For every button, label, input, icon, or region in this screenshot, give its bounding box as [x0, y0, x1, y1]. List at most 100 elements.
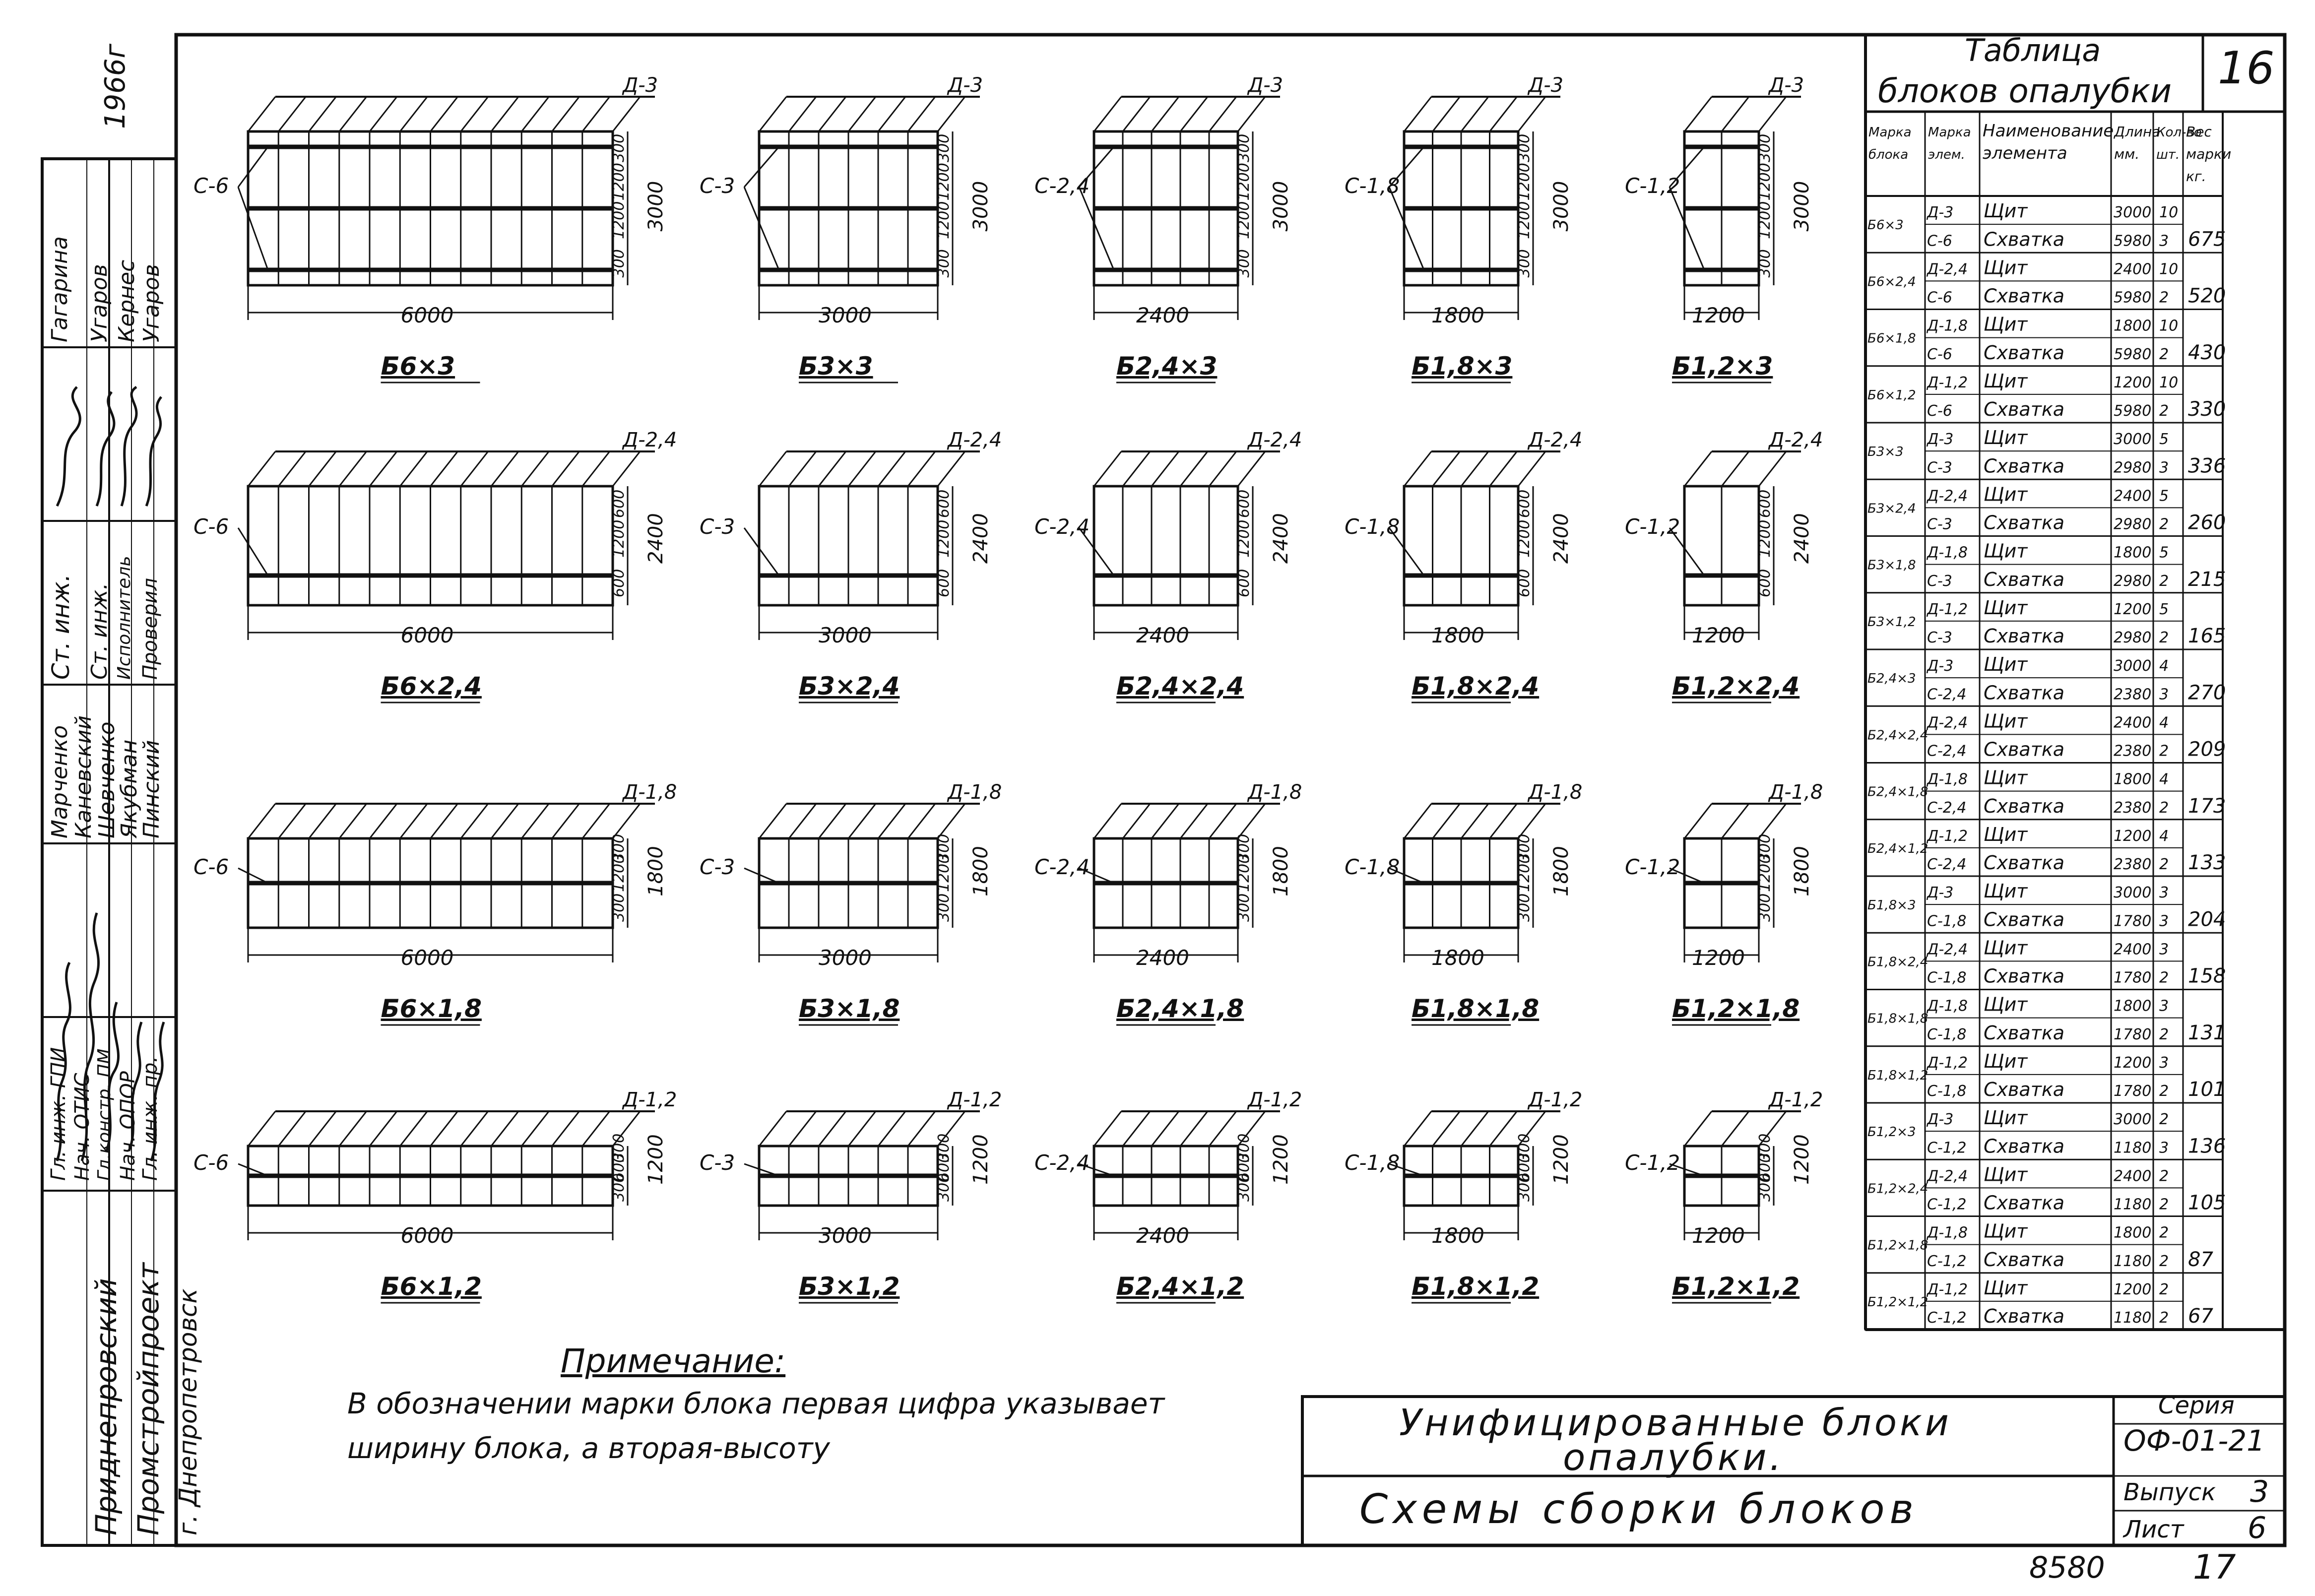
table-weight: 67 — [2188, 1305, 2213, 1328]
perspective-line — [490, 451, 519, 487]
title-line-1: Унифицированные блоки — [1399, 1402, 1952, 1444]
width-label: 6000 — [401, 623, 454, 647]
block-name: Б3×1,8 — [799, 994, 900, 1023]
perspective-line — [430, 803, 458, 839]
perspective-line — [460, 803, 489, 839]
perspective-line — [1122, 1111, 1151, 1147]
total-height-label: 1800 — [1791, 846, 1813, 896]
total-height-label: 1800 — [1270, 846, 1292, 896]
perspective-line — [907, 451, 936, 487]
height-segment-label: 300 — [1756, 834, 1774, 862]
issue-label: Выпуск — [2123, 1478, 2216, 1506]
perspective-line — [1432, 803, 1461, 839]
outer-frame — [174, 33, 2287, 1547]
table-length: 3000 — [2114, 657, 2151, 675]
note-title: Примечание: — [561, 1342, 786, 1380]
height-segment-label: 600 — [935, 490, 953, 518]
table-element-mark: Д-1,8 — [1926, 544, 1968, 562]
clamp-arrow — [1389, 1163, 1424, 1177]
width-label: 6000 — [401, 303, 454, 327]
height-segment-label: 300 — [1235, 1134, 1253, 1162]
height-segment-label: 600 — [1235, 569, 1253, 597]
sheet-value: 6 — [2248, 1511, 2267, 1545]
table-qty: 5 — [2159, 544, 2169, 562]
shield-label: Д-1,2 — [622, 1088, 677, 1111]
table-mark-cell: Б3×1,2 — [1867, 615, 1916, 630]
total-height-label: 1200 — [1550, 1134, 1573, 1185]
height-segment-label: 600 — [1756, 1153, 1774, 1182]
width-label: 2400 — [1136, 1223, 1189, 1248]
table-element-mark: С-2,4 — [1927, 686, 1966, 703]
table-element-name: Щит — [1984, 1107, 2028, 1129]
perspective-line — [430, 1111, 458, 1147]
width-label: 1800 — [1431, 303, 1484, 327]
perspective-line — [399, 96, 428, 132]
table-mark-cell: Б1,8×1,8 — [1867, 1012, 1928, 1026]
perspective-line — [877, 803, 906, 839]
table-element-name: Щит — [1984, 314, 2028, 335]
height-segment-label: 600 — [1235, 490, 1253, 518]
table-length: 2380 — [2114, 799, 2151, 817]
person2-1: Гагарина — [47, 236, 72, 342]
perspective-line — [1432, 451, 1461, 487]
table-qty: 2 — [2159, 629, 2169, 646]
table-qty: 2 — [2159, 856, 2169, 873]
height-segment-label: 600 — [1516, 1153, 1533, 1182]
table-element-name: Схватка — [1984, 1305, 2064, 1327]
table-qty: 10 — [2159, 204, 2178, 221]
block-name: Б2,4×1,8 — [1116, 994, 1244, 1023]
shield-label: Д-1,2 — [1247, 1088, 1302, 1111]
note-line-1: В обозначении марки блока первая цифра у… — [347, 1387, 1165, 1420]
clamp-label: С-1,8 — [1345, 514, 1400, 539]
height-segment-label: 300 — [935, 134, 953, 162]
perspective-line — [521, 451, 550, 487]
table-length: 1800 — [2114, 1224, 2151, 1242]
perspective-line — [1721, 803, 1750, 839]
width-label: 1800 — [1431, 946, 1484, 970]
table-qty: 2 — [2159, 289, 2169, 307]
perspective-line — [877, 1111, 906, 1147]
table-length: 3000 — [2114, 431, 2151, 448]
table-length: 2400 — [2114, 260, 2151, 278]
height-segment-label: 1200 — [1756, 854, 1774, 892]
table-element-mark: С-3 — [1927, 573, 1952, 590]
table-element-mark: Д-2,4 — [1926, 1167, 1968, 1185]
clamp-label: С-3 — [700, 1150, 735, 1175]
clamp-label: С-1,8 — [1345, 855, 1400, 879]
total-height-label: 2400 — [1270, 513, 1292, 564]
table-qty: 2 — [2159, 573, 2169, 590]
clamp-label: С-6 — [193, 855, 229, 879]
table-length: 2980 — [2114, 459, 2151, 476]
table-element-mark: С-6 — [1927, 289, 1952, 307]
table-element-name: Щит — [1984, 824, 2028, 845]
total-height-label: 3000 — [1550, 181, 1573, 232]
table-weight: 215 — [2188, 568, 2226, 591]
perspective-edge — [758, 803, 787, 839]
table-length: 2980 — [2114, 516, 2151, 533]
perspective-line — [1179, 803, 1209, 839]
table-element-name: Схватка — [1984, 512, 2064, 534]
table-length: 2400 — [2114, 941, 2151, 958]
height-segment-label: 600 — [610, 490, 628, 518]
table-element-name: Схватка — [1984, 1022, 2064, 1044]
table-element-mark: С-6 — [1927, 232, 1952, 250]
table-length: 2400 — [2114, 487, 2151, 505]
table-element-mark: С-1,8 — [1927, 912, 1966, 930]
person-3: Шевченко — [94, 721, 120, 838]
height-segment-label: 1200 — [1516, 201, 1533, 239]
width-label: 1800 — [1431, 1223, 1484, 1248]
total-height-label: 1200 — [1791, 1134, 1813, 1185]
table-mark-cell: Б6×3 — [1867, 218, 1904, 233]
table-element-mark: Д-1,8 — [1926, 1224, 1968, 1242]
table-mark-cell: Б2,4×1,8 — [1867, 785, 1928, 800]
perspective-line — [1758, 1111, 1787, 1147]
table-element-mark: Д-3 — [1926, 884, 1953, 901]
year-label: 1966г — [99, 44, 131, 129]
perspective-line — [937, 451, 966, 487]
perspective-line — [847, 1111, 877, 1147]
perspective-line — [1489, 96, 1518, 132]
perspective-line — [551, 96, 580, 132]
table-element-name: Щит — [1984, 767, 2028, 789]
table-element-name: Щит — [1984, 427, 2028, 448]
